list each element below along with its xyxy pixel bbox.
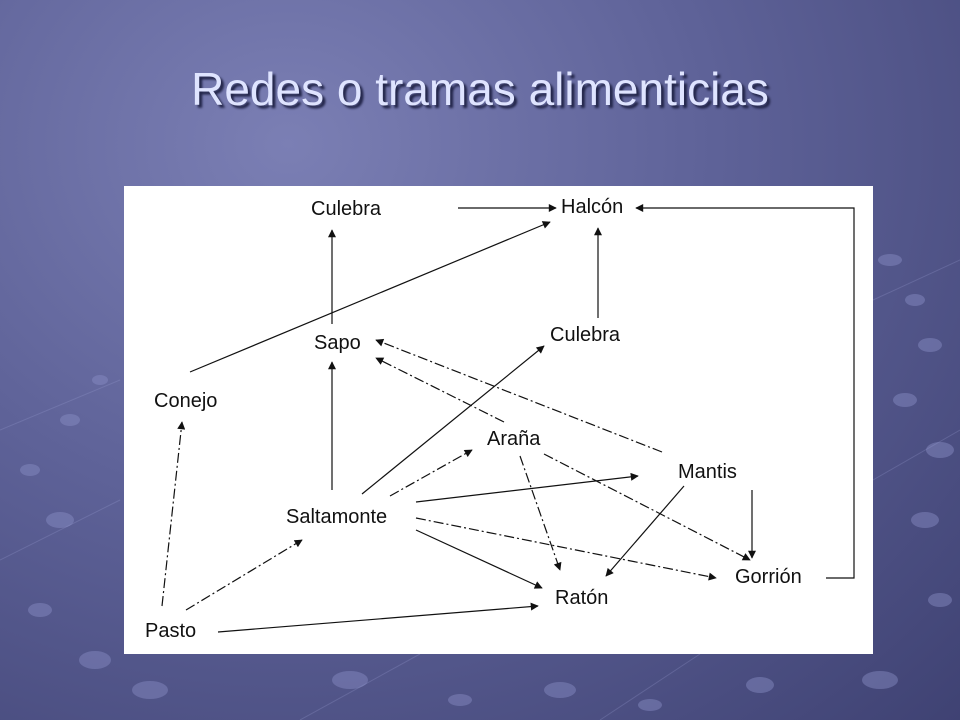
- edge-saltamonte-mantis: [415, 472, 639, 503]
- edge-pasto-raton: [217, 602, 539, 633]
- food-web-diagram: Halcón Culebra Culebra Sapo Conejo Araña…: [124, 186, 873, 654]
- node-culebra-top: Culebra: [311, 198, 382, 220]
- edge-pasto-conejo: [161, 421, 186, 607]
- node-pasto: Pasto: [145, 620, 197, 642]
- node-culebra-right: Culebra: [550, 324, 621, 346]
- node-halcon: Halcón: [561, 196, 624, 218]
- node-arana: Araña: [487, 428, 541, 450]
- edge-gorrion-halcon: [635, 204, 855, 579]
- edge-saltamonte-gorrion: [415, 517, 717, 581]
- node-conejo: Conejo: [154, 390, 218, 412]
- edge-arana-sapo: [375, 357, 505, 423]
- edge-saltamonte-arana: [389, 449, 473, 497]
- edge-mantis-sapo: [375, 338, 663, 453]
- node-raton: Ratón: [555, 587, 609, 609]
- edge-mantis-raton: [605, 485, 685, 577]
- slide-title: Redes o tramas alimenticias: [191, 63, 769, 115]
- edge-arana-raton: [519, 455, 562, 571]
- edge-conejo-halcon: [189, 221, 551, 373]
- edge-saltamonte-culebra: [361, 345, 545, 495]
- node-sapo: Sapo: [314, 332, 361, 354]
- edge-pasto-saltamonte: [185, 539, 303, 611]
- food-web-edges: [161, 204, 855, 633]
- edge-saltamonte-raton: [415, 529, 543, 589]
- node-mantis: Mantis: [678, 461, 737, 483]
- node-gorrion: Gorrión: [735, 566, 802, 588]
- node-saltamonte: Saltamonte: [286, 506, 388, 528]
- edge-arana-gorrion: [543, 453, 751, 561]
